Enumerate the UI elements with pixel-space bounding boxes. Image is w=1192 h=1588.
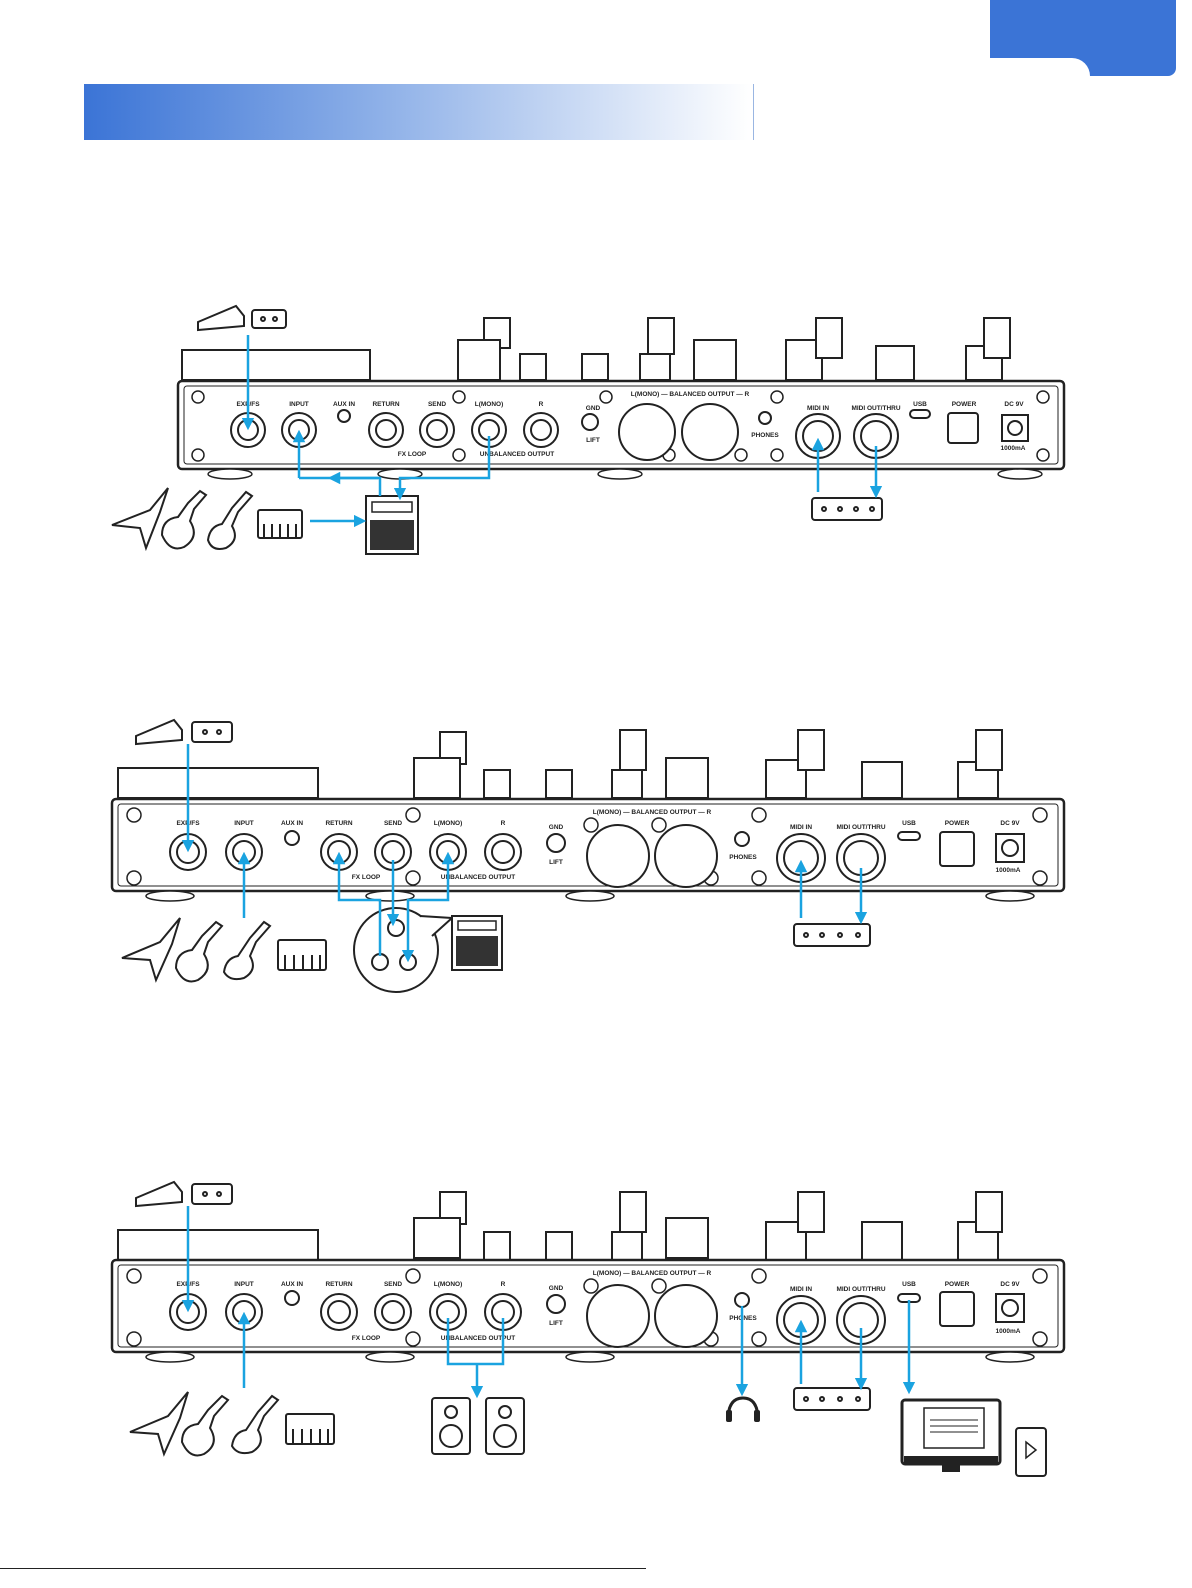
label-r: R bbox=[501, 1281, 506, 1288]
expression-pedal-icon bbox=[135, 718, 233, 746]
label-power: POWER bbox=[945, 1281, 970, 1288]
label-balanced-output: L(MONO) — BALANCED OUTPUT — R bbox=[593, 1270, 712, 1277]
instruments-icon bbox=[129, 1391, 335, 1457]
label-midi-out: MIDI OUT/THRU bbox=[851, 405, 900, 412]
label-dc9v: DC 9V bbox=[1004, 401, 1024, 408]
expression-pedal-icon bbox=[197, 304, 287, 332]
computer-icon bbox=[900, 1398, 1002, 1472]
label-return: RETURN bbox=[372, 401, 399, 408]
label-unbalanced: UNBALANCED OUTPUT bbox=[441, 1335, 515, 1342]
label-midi-out: MIDI OUT/THRU bbox=[836, 1286, 885, 1293]
label-midi-out: MIDI OUT/THRU bbox=[836, 824, 885, 831]
label-usb: USB bbox=[902, 1281, 916, 1288]
midi-device-icon bbox=[811, 497, 883, 521]
label-current: 1000mA bbox=[1001, 445, 1026, 452]
diagram-3: EXP/FS INPUT AUX IN RETURN SEND L(MONO) … bbox=[110, 1180, 1066, 1477]
footer-rule bbox=[0, 1568, 646, 1569]
label-return: RETURN bbox=[325, 1281, 352, 1288]
label-send: SEND bbox=[384, 1281, 402, 1288]
label-fx-loop: FX LOOP bbox=[398, 451, 427, 458]
label-lift: LIFT bbox=[549, 1320, 563, 1327]
amplifier-icon bbox=[365, 495, 419, 555]
label-lift: LIFT bbox=[549, 859, 563, 866]
label-l-mono: L(MONO) bbox=[475, 401, 504, 408]
diagram-1: EXP/FS INPUT AUX IN RETURN SEND L(MONO) … bbox=[111, 304, 1066, 555]
expression-pedal-icon bbox=[135, 1180, 233, 1208]
label-phones: PHONES bbox=[729, 854, 757, 861]
label-gnd: GND bbox=[549, 824, 564, 831]
headphones-icon bbox=[726, 1396, 760, 1421]
label-return: RETURN bbox=[325, 820, 352, 827]
section-header-bar bbox=[84, 84, 754, 140]
label-aux-in: AUX IN bbox=[281, 820, 303, 827]
label-lift: LIFT bbox=[586, 437, 600, 444]
external-pedal-callout bbox=[353, 907, 455, 993]
instruments-icon bbox=[111, 487, 303, 552]
label-power: POWER bbox=[945, 820, 970, 827]
speakers-icon bbox=[431, 1397, 525, 1455]
label-r: R bbox=[501, 820, 506, 827]
label-gnd: GND bbox=[549, 1285, 564, 1292]
label-current: 1000mA bbox=[996, 1328, 1021, 1335]
diagram-2: EXP/FS INPUT AUX IN RETURN SEND L(MONO) … bbox=[110, 718, 1066, 993]
label-usb: USB bbox=[902, 820, 916, 827]
midi-device-icon bbox=[793, 923, 871, 947]
label-send: SEND bbox=[428, 401, 446, 408]
label-midi-in: MIDI IN bbox=[807, 405, 829, 412]
corner-tab bbox=[990, 0, 1176, 76]
label-send: SEND bbox=[384, 820, 402, 827]
label-fx-loop: FX LOOP bbox=[352, 874, 381, 881]
label-midi-in: MIDI IN bbox=[790, 1286, 812, 1293]
label-phones: PHONES bbox=[729, 1315, 757, 1322]
label-input: INPUT bbox=[289, 401, 309, 408]
label-current: 1000mA bbox=[996, 867, 1021, 874]
label-input: INPUT bbox=[234, 820, 254, 827]
label-unbalanced: UNBALANCED OUTPUT bbox=[480, 451, 554, 458]
label-r: R bbox=[539, 401, 544, 408]
label-input: INPUT bbox=[234, 1281, 254, 1288]
tablet-icon bbox=[1015, 1427, 1047, 1477]
label-aux-in: AUX IN bbox=[281, 1281, 303, 1288]
label-l-mono: L(MONO) bbox=[434, 1281, 463, 1288]
amplifier-icon bbox=[451, 915, 503, 971]
label-dc9v: DC 9V bbox=[1000, 820, 1020, 827]
label-power: POWER bbox=[952, 401, 977, 408]
midi-device-icon bbox=[793, 1387, 871, 1411]
instruments-icon bbox=[121, 917, 327, 983]
label-balanced-output: L(MONO) — BALANCED OUTPUT — R bbox=[631, 391, 750, 398]
label-gnd: GND bbox=[586, 405, 601, 412]
label-dc9v: DC 9V bbox=[1000, 1281, 1020, 1288]
label-midi-in: MIDI IN bbox=[790, 824, 812, 831]
label-fx-loop: FX LOOP bbox=[352, 1335, 381, 1342]
label-phones: PHONES bbox=[751, 432, 779, 439]
label-unbalanced: UNBALANCED OUTPUT bbox=[441, 874, 515, 881]
label-l-mono: L(MONO) bbox=[434, 820, 463, 827]
label-balanced-output: L(MONO) — BALANCED OUTPUT — R bbox=[593, 809, 712, 816]
label-usb: USB bbox=[913, 401, 927, 408]
label-aux-in: AUX IN bbox=[333, 401, 355, 408]
